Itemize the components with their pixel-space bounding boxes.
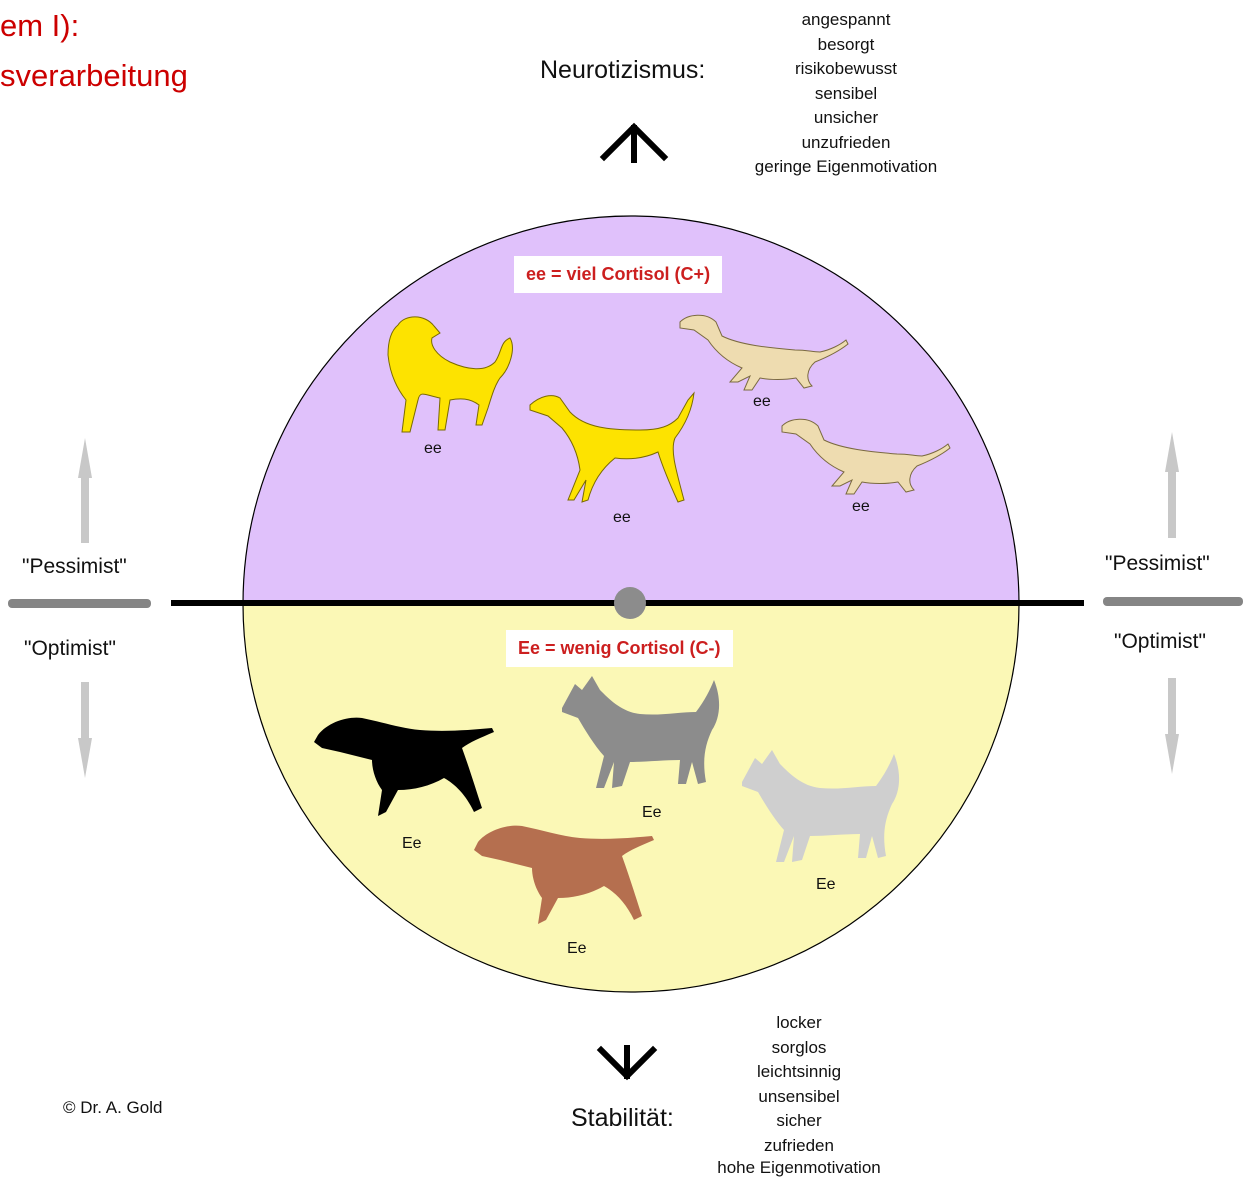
trait-item: unzufrieden [740, 131, 952, 156]
stabilitaet-label: Stabilität: [571, 1104, 674, 1133]
trait-item: sorglos [700, 1036, 898, 1061]
neurotizismus-traits: angespannt besorgt risikobewusst sensibe… [740, 8, 952, 180]
trait-item: unsicher [740, 106, 952, 131]
upper-cortisol-label: ee = viel Cortisol (C+) [514, 256, 722, 293]
trait-item: besorgt [740, 33, 952, 58]
right-balance-bar [1103, 597, 1243, 606]
trait-item: leichtsinnig [700, 1060, 898, 1085]
down-arrow-icon [601, 1048, 653, 1076]
trait-item: hohe Eigenmotivation [700, 1158, 898, 1178]
right-down-arrow-icon [1165, 678, 1179, 774]
trait-item: risikobewusst [740, 57, 952, 82]
left-pessimist-label: "Pessimist" [22, 555, 127, 579]
genotype-label: ee [852, 498, 870, 516]
left-balance-bar [8, 599, 151, 608]
trait-item: locker [700, 1011, 898, 1036]
copyright-note: © Dr. A. Gold [63, 1098, 162, 1118]
left-down-arrow-icon [78, 682, 92, 778]
genotype-label: ee [613, 509, 631, 527]
right-pessimist-label: "Pessimist" [1105, 552, 1210, 576]
trait-item: geringe Eigenmotivation [740, 155, 952, 180]
trait-item: sicher [700, 1109, 898, 1134]
genotype-label: Ee [642, 804, 662, 822]
trait-item: angespannt [740, 8, 952, 33]
genotype-label: Ee [402, 835, 422, 853]
trait-item: zufrieden [700, 1134, 898, 1159]
genotype-label: Ee [567, 940, 587, 958]
lower-cortisol-label: Ee = wenig Cortisol (C-) [506, 630, 733, 667]
genotype-label: ee [753, 393, 771, 411]
right-optimist-label: "Optimist" [1114, 630, 1206, 654]
right-up-arrow-icon [1165, 432, 1179, 538]
genotype-label: Ee [816, 876, 836, 894]
trait-item: sensibel [740, 82, 952, 107]
left-optimist-label: "Optimist" [24, 637, 116, 661]
trait-item: unsensibel [700, 1085, 898, 1110]
up-arrow-icon [604, 127, 664, 160]
pivot-dot [614, 587, 646, 619]
stabilitaet-traits: locker sorglos leichtsinnig unsensibel s… [700, 1011, 898, 1178]
left-up-arrow-icon [78, 438, 92, 543]
genotype-label: ee [424, 440, 442, 458]
neurotizismus-label: Neurotizismus: [540, 56, 705, 85]
